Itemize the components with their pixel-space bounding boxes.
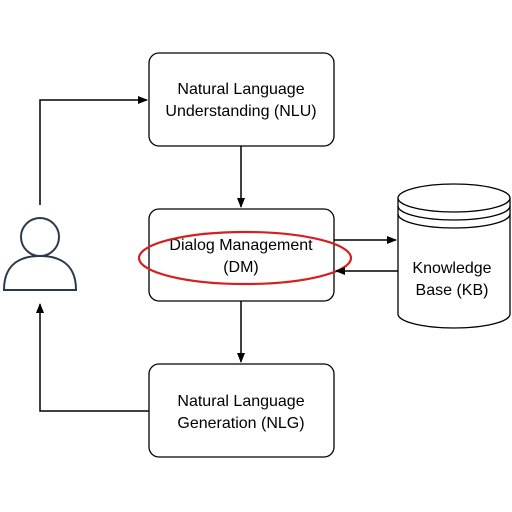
knowledge-base-node: Knowledge Base (KB)	[397, 183, 511, 329]
dm-label-line1: Dialog Management	[169, 237, 313, 254]
arrow-user-to-nlu	[39, 96, 148, 205]
nlg-label-line2: Generation (NLG)	[177, 415, 304, 432]
nlg-box	[148, 363, 335, 458]
dm-node: Dialog Management (DM)	[137, 208, 353, 302]
kb-cylinder-ring	[397, 205, 511, 221]
nlu-label-line2: Understanding (NLU)	[165, 103, 316, 120]
arrow-nlg-to-user	[36, 303, 149, 412]
connectors	[36, 96, 398, 412]
dm-highlight-ellipse	[137, 230, 353, 286]
user-icon	[2, 217, 78, 291]
nlg-label-line1: Natural Language	[177, 393, 304, 410]
nlu-label-line1: Natural Language	[177, 81, 304, 98]
kb-cylinder-body	[397, 198, 511, 329]
kb-label-line2: Base (KB)	[416, 282, 489, 299]
dm-box	[148, 208, 335, 302]
nlu-box	[148, 52, 335, 147]
nlg-node: Natural Language Generation (NLG)	[148, 363, 335, 458]
kb-label-line1: Knowledge	[412, 260, 491, 277]
dm-label-line2: (DM)	[223, 259, 259, 276]
kb-cylinder-ring	[397, 213, 511, 229]
nlu-node: Natural Language Understanding (NLU)	[148, 52, 335, 147]
kb-cylinder-top	[397, 183, 511, 213]
